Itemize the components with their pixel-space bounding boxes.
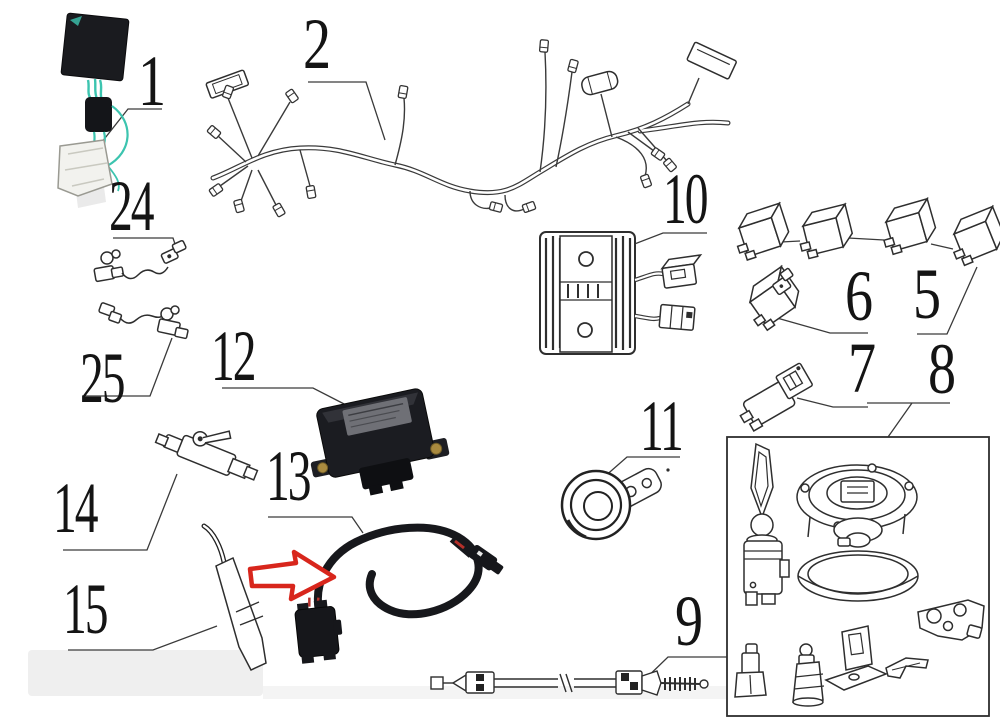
callout-6: 6 (845, 256, 873, 336)
wire-lead-24 (93, 239, 187, 283)
ignition-switch (743, 442, 790, 606)
helmet-lock (792, 643, 825, 707)
callout-2: 2 (303, 4, 331, 84)
cable-loop (294, 523, 504, 664)
callout-24: 24 (109, 166, 155, 246)
callout-10: 10 (663, 159, 709, 239)
callout-9: 9 (675, 581, 703, 661)
callout-1: 1 (138, 41, 166, 121)
seat-latch (917, 599, 985, 641)
relay-6 (737, 265, 808, 334)
switch-sensor-14 (154, 430, 259, 481)
callout-11: 11 (640, 386, 684, 466)
seal-ring (797, 550, 919, 602)
callout-12: 12 (211, 316, 257, 396)
voltage-regulator (539, 231, 703, 355)
callout-13: 13 (266, 436, 312, 516)
callout-14: 14 (53, 468, 99, 548)
relay-7 (739, 362, 813, 432)
lock-cylinder (734, 643, 767, 698)
watermark (28, 172, 793, 699)
callout-15: 15 (63, 569, 109, 649)
red-arrow-icon (247, 549, 337, 602)
spark-plug-cap (201, 523, 267, 671)
clip (885, 657, 929, 679)
control-cable (430, 670, 709, 696)
mount-bracket (824, 625, 888, 691)
horn (560, 467, 670, 541)
wire-lead-25 (98, 302, 189, 340)
fuel-cap (796, 463, 918, 548)
callout-25: 25 (80, 338, 126, 418)
wire-harness (205, 39, 737, 218)
ecu-unit (310, 388, 450, 496)
callout-5: 5 (913, 254, 941, 334)
lock-set-box (726, 436, 990, 717)
callout-8: 8 (928, 329, 956, 409)
callout-7: 7 (848, 328, 876, 408)
relay-part-1 (57, 12, 130, 197)
